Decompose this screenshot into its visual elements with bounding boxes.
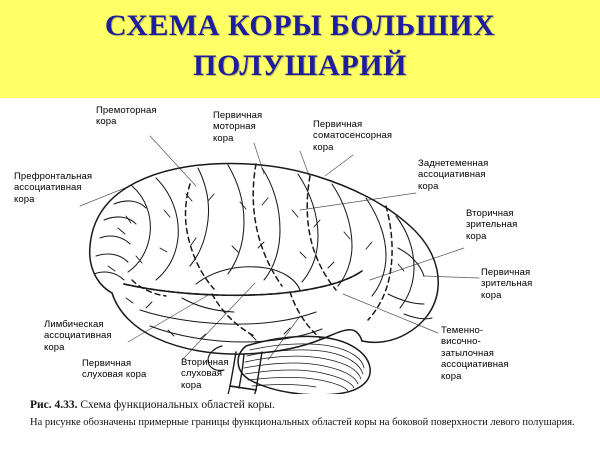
caption-title-line: Рис. 4.33. Схема функциональных областей… [30, 398, 575, 413]
label-primary-auditory-cortex: Первичная слуховая кора [82, 358, 147, 381]
leader-lines [79, 135, 480, 361]
label-secondary-auditory-cortex: Вторичная слуховая кора [181, 357, 229, 391]
cerebrum-outline-top [88, 162, 439, 344]
brain-diagram-figure: Премоторная кора Первичная моторная кора… [0, 98, 600, 394]
label-posterior-parietal-association-cortex: Заднетеменная ассоциативная кора [418, 158, 489, 192]
cerebellum-folia [243, 343, 365, 392]
cortical-sulci [93, 164, 433, 343]
label-secondary-visual-cortex: Вторичная зрительная кора [466, 208, 518, 242]
label-prefrontal-association-cortex: Префронтальная ассоциативная кора [14, 171, 93, 205]
figure-number: Рис. 4.33. [30, 399, 78, 411]
figure-caption: Рис. 4.33. Схема функциональных областей… [30, 398, 575, 429]
functional-area-boundaries [123, 163, 393, 339]
cortical-spurs [107, 193, 405, 341]
brain-illustration [79, 135, 480, 394]
label-limbic-association-cortex: Лимбическая ассоциативная кора [44, 319, 112, 353]
label-primary-visual-cortex: Первичная зрительная кора [481, 267, 533, 301]
page-title: СХЕМА КОРЫ БОЛЬШИХ ПОЛУШАРИЙ [104, 9, 496, 82]
title-banner: СХЕМА КОРЫ БОЛЬШИХ ПОЛУШАРИЙ [0, 0, 600, 98]
label-parieto-temporo-occipital-association-cortex: Теменно- височно- затылочная ассоциативн… [441, 325, 509, 382]
cerebellum [237, 335, 371, 394]
caption-title-text: Схема функциональных областей коры. [80, 399, 275, 411]
label-primary-motor-cortex: Первичная моторная кора [213, 110, 263, 144]
pons [207, 345, 225, 372]
insula-fold [195, 266, 301, 291]
label-primary-somatosensory-cortex: Первичная соматосенсорная кора [313, 119, 393, 153]
lateral-sulcus [123, 270, 363, 297]
caption-body-text: На рисунке обозначены примерные границы … [30, 417, 575, 428]
label-premotor-cortex: Премоторная кора [96, 105, 157, 128]
